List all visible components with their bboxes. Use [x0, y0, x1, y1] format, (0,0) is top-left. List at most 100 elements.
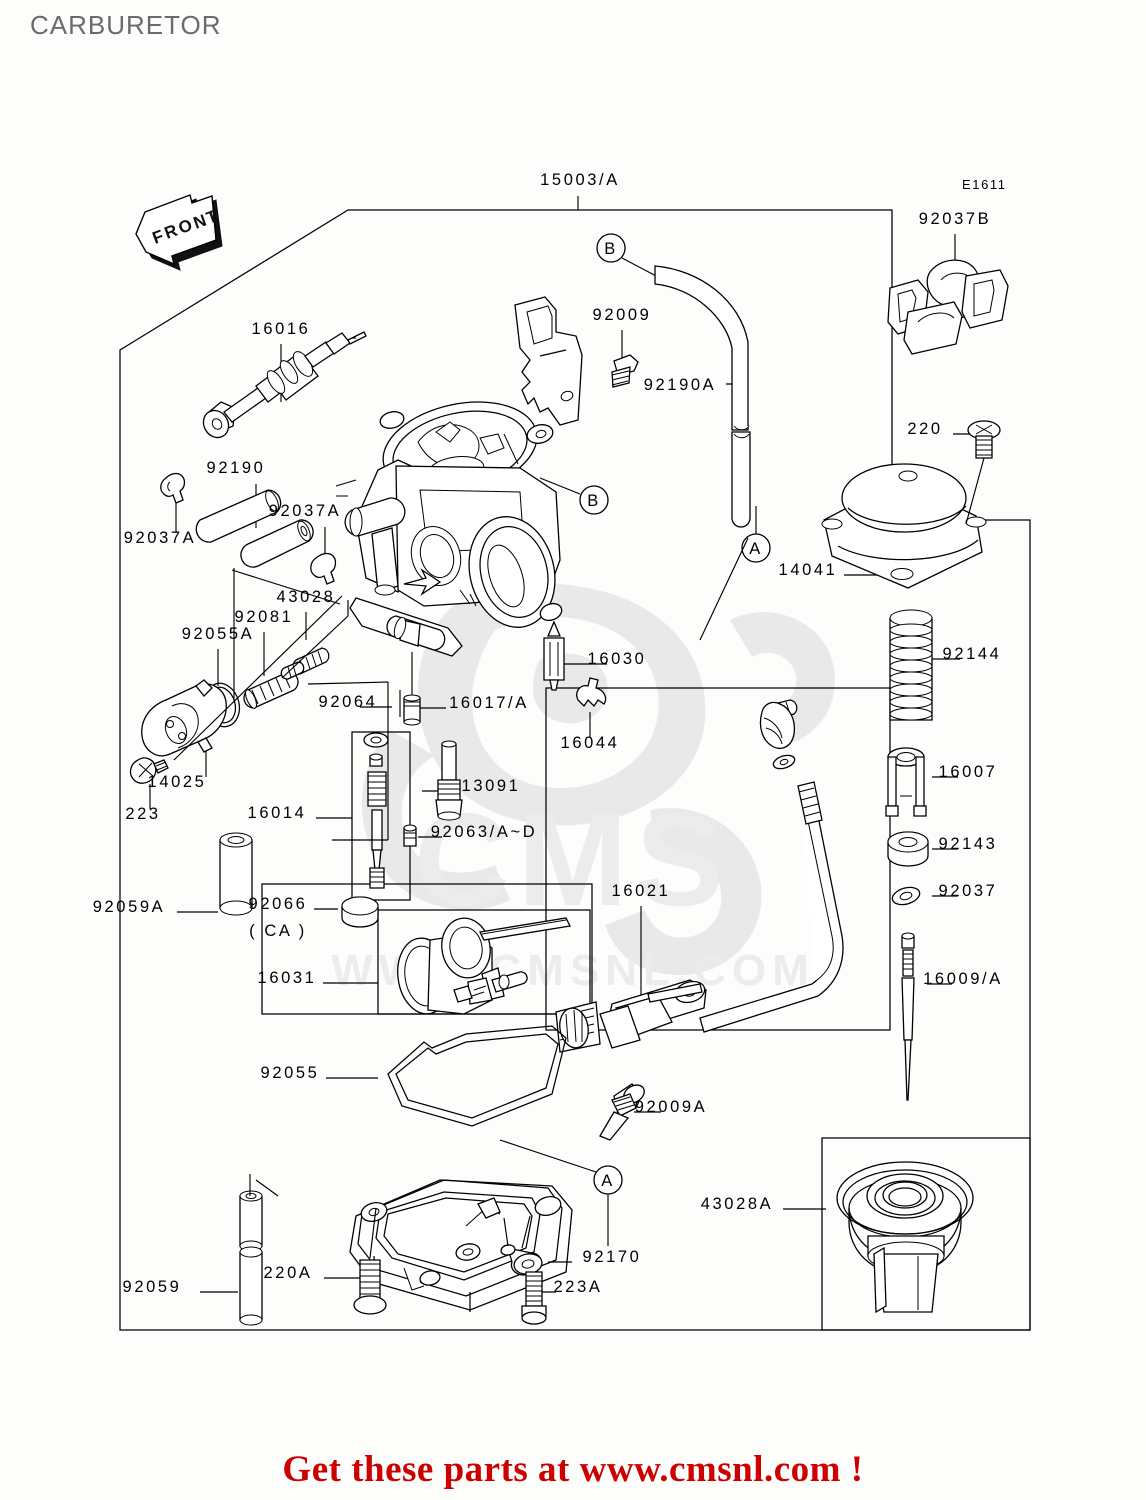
part-92064 — [360, 690, 401, 748]
parts-diagram: CMS WWW.CMSNL.COM E1611 F R O N T B B — [93, 171, 1031, 1331]
part-number-92190: 92190 — [207, 459, 266, 477]
callout-circle-b-top: B — [596, 233, 661, 279]
part-number-92064: 92064 — [319, 693, 378, 711]
part-number-92009A: 92009A — [635, 1098, 708, 1116]
part-number-92143: 92143 — [939, 835, 998, 853]
svg-text:B: B — [587, 492, 601, 510]
part-13091 — [422, 740, 463, 821]
part-92190 — [195, 484, 314, 568]
front-arrow-icon: F R O N T — [135, 194, 223, 271]
part-number-92170: 92170 — [583, 1248, 642, 1266]
part-16009A — [901, 932, 952, 1101]
part-223A — [521, 1271, 556, 1325]
part-number-92059: 92059 — [123, 1278, 182, 1296]
part-16030 — [543, 620, 607, 691]
part-92190A — [654, 265, 751, 528]
part-number-223: 223 — [125, 805, 160, 823]
callout-circle-a-bottom: A — [499, 1139, 623, 1246]
part-number-16030: 16030 — [588, 650, 647, 668]
box-43028A — [821, 1137, 1031, 1331]
part-number-16031: 16031 — [258, 969, 317, 987]
part-16021 — [555, 699, 844, 1053]
part-number-16044: 16044 — [561, 734, 620, 752]
part-number-92066: 92066 — [249, 895, 308, 913]
part-number-43028: 43028 — [277, 588, 336, 606]
part-92143 — [887, 831, 958, 867]
part-92037A-left — [160, 472, 186, 533]
box-16031 — [377, 909, 591, 1015]
svg-text:CMS: CMS — [414, 786, 731, 933]
part-92037 — [891, 886, 958, 906]
part-number-14041: 14041 — [779, 561, 838, 579]
part-number-16009A: 16009/A — [923, 970, 1003, 988]
part-number-220: 220 — [907, 420, 942, 438]
part-43028A — [783, 1161, 974, 1314]
part-16017A — [403, 652, 446, 726]
svg-text:A: A — [601, 1172, 615, 1190]
part-number-16007: 16007 — [939, 763, 998, 781]
part-16031 — [323, 917, 571, 1015]
part-16014 — [316, 753, 387, 889]
diagram-svg: CMS WWW.CMSNL.COM E1611 F R O N T B B — [93, 171, 1031, 1331]
part-number-223A: 223A — [554, 1278, 603, 1296]
part-92081 — [243, 632, 299, 709]
part-number-92055: 92055 — [261, 1064, 320, 1082]
part-number-92037A: 92037A — [269, 502, 342, 520]
part-number-16014: 16014 — [248, 804, 307, 822]
svg-text:O: O — [176, 215, 195, 237]
part-number-16016: 16016 — [252, 320, 311, 338]
part-92170 — [500, 1215, 572, 1276]
part-number-92190A: 92190A — [644, 376, 717, 394]
part-number-92037B: 92037B — [919, 210, 992, 228]
page-title: CARBURETOR — [30, 10, 222, 40]
part-number-92037A: 92037A — [124, 529, 197, 547]
part-14041 — [821, 463, 987, 589]
cmsnl-watermark: CMS WWW.CMSNL.COM — [331, 583, 835, 995]
callout-circle-a-top: A — [699, 506, 771, 641]
assembly-leader-lines — [173, 568, 389, 841]
part-number-16021: 16021 — [612, 882, 671, 900]
part-number-CA: ( CA ) — [249, 922, 307, 940]
part-16044 — [576, 677, 607, 738]
part-carburetor-body — [335, 401, 563, 657]
svg-text:A: A — [749, 540, 763, 558]
part-number-92063AD: 92063/A~D — [431, 823, 537, 841]
svg-text:N: N — [191, 211, 209, 233]
part-92059 — [200, 1174, 279, 1326]
part-223 — [129, 757, 169, 809]
part-92059A — [177, 832, 253, 916]
part-number-92037: 92037 — [939, 882, 998, 900]
part-92037B — [887, 234, 1009, 355]
svg-text:R: R — [162, 221, 180, 243]
part-220A — [324, 1207, 387, 1315]
footer-promo: Get these parts at www.cmsnl.com ! — [282, 1449, 864, 1490]
part-92144 — [889, 609, 960, 721]
callout-circle-b-mid: B — [539, 477, 609, 515]
part-16007 — [885, 747, 958, 817]
part-number-92081: 92081 — [235, 608, 294, 626]
part-92063AD — [403, 824, 442, 847]
box-16014 — [351, 731, 411, 901]
part-number-220A: 220A — [264, 1264, 313, 1282]
part-14025 — [141, 679, 227, 777]
part-float-chamber — [349, 1179, 573, 1312]
part-92066 — [314, 896, 379, 928]
part-number-92009: 92009 — [593, 306, 652, 324]
part-92009A — [599, 1083, 661, 1141]
part-43028 — [280, 612, 330, 680]
part-92055 — [326, 1025, 567, 1127]
part-bracket-stay — [514, 296, 583, 426]
part-16016 — [202, 331, 367, 439]
part-92009 — [611, 330, 639, 388]
part-number-labels: 15003/A92037B160169200992190A22092190920… — [93, 171, 1003, 1296]
part-number-92059A: 92059A — [93, 898, 166, 916]
part-220 — [953, 420, 1001, 525]
part-number-92144: 92144 — [943, 645, 1002, 663]
part-number-14025: 14025 — [148, 773, 207, 791]
part-number-92055A: 92055A — [182, 625, 255, 643]
part-92037A-right — [310, 527, 337, 585]
part-number-43028A: 43028A — [701, 1195, 774, 1213]
svg-text:B: B — [604, 240, 618, 258]
sheet-code: E1611 — [962, 177, 1007, 192]
part-number-13091: 13091 — [462, 777, 521, 795]
